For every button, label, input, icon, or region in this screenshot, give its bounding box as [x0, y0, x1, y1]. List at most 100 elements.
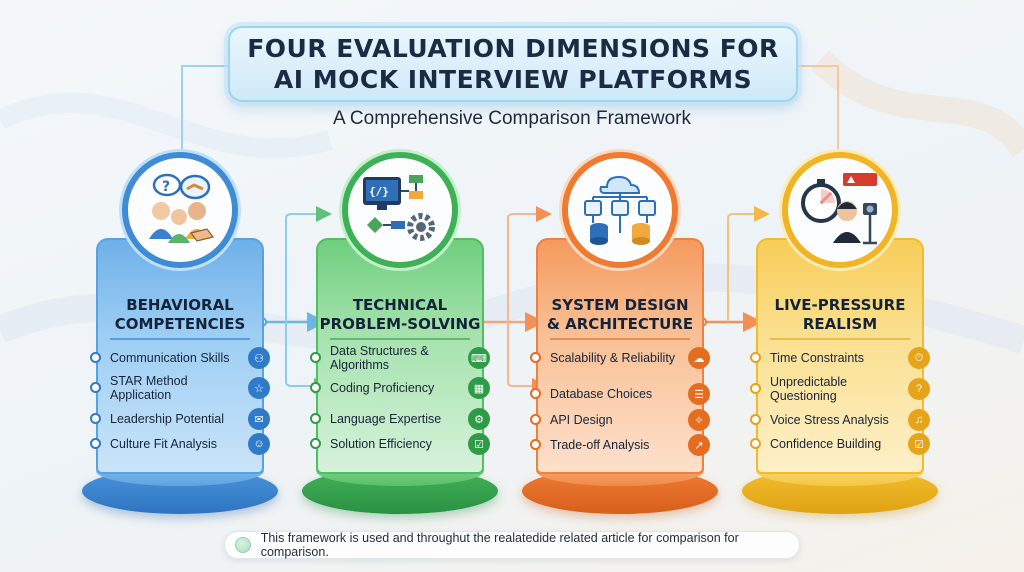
list-item: Language Expertise ⚙: [310, 405, 492, 433]
list-item: Data Structures & Algorithms ⌨: [310, 344, 492, 372]
illustration-frame: ?: [122, 152, 238, 268]
dimension-heading: LIVE-PRESSURE REALISM: [756, 296, 924, 334]
heading-line-2: COMPETENCIES: [114, 315, 246, 333]
bullet-dot: [90, 413, 101, 424]
list-item: Unpredictable Questioning ?: [750, 375, 932, 403]
item-label: Unpredictable Questioning: [770, 375, 848, 403]
list-item: Culture Fit Analysis ☺: [90, 430, 272, 458]
people-conversation-handshake-icon: ?: [149, 173, 215, 243]
bullet-dot: [310, 413, 321, 424]
heading-line-1: SYSTEM DESIGN: [551, 296, 689, 314]
list-item: STAR Method Application ☆: [90, 374, 272, 402]
flowchart-icon: ▦: [468, 377, 490, 399]
bullet-dot: [310, 438, 321, 449]
heading-line-1: TECHNICAL: [352, 296, 448, 314]
gear-icon: ⚙: [468, 408, 490, 430]
stopwatch-interviewer-camera-icon: [801, 173, 877, 245]
footer-note: This framework is used and throughut the…: [224, 531, 800, 559]
item-label: Leadership Potential: [110, 412, 224, 426]
bullet-dot: [90, 382, 101, 393]
heading-line-2: PROBLEM-SOLVING: [319, 315, 481, 333]
speech-bubble-icon: ✉: [248, 408, 270, 430]
people-group-icon: ⚇: [248, 347, 270, 369]
bullet-dot: [750, 352, 761, 363]
list-item: Communication Skills ⚇: [90, 344, 272, 372]
cloud-network-icon: ☁: [688, 347, 710, 369]
item-label: Communication Skills: [110, 351, 230, 365]
svg-text:?: ?: [162, 179, 170, 195]
divider: [110, 338, 250, 340]
divider: [770, 338, 910, 340]
database-icon: ☰: [688, 383, 710, 405]
illustration-frame: [562, 152, 678, 268]
illustration-frame: [782, 152, 898, 268]
bullet-dot: [750, 438, 761, 449]
bullet-dot: [310, 382, 321, 393]
checklist-icon: ☑: [468, 433, 490, 455]
heading-line-1: LIVE-PRESSURE: [774, 296, 906, 314]
subtitle: A Comprehensive Comparison Framework: [333, 108, 691, 129]
info-dot-icon: [235, 537, 251, 553]
dimension-heading: TECHNICAL PROBLEM-SOLVING: [316, 296, 484, 334]
item-label: Culture Fit Analysis: [110, 437, 217, 451]
dimension-heading: SYSTEM DESIGN & ARCHITECTURE: [536, 296, 704, 334]
list-item: Coding Proficiency ▦: [310, 374, 492, 402]
heading-line-2: & ARCHITECTURE: [546, 315, 694, 333]
code-window-icon: ⌨: [468, 347, 490, 369]
divider: [550, 338, 690, 340]
item-label: Time Constraints: [770, 351, 865, 365]
team-icon: ☺: [248, 433, 270, 455]
dimension-technical: {/} TECHNICAL PROBLEM-SOLVING Data Struc…: [302, 150, 498, 520]
bullet-dot: [750, 383, 761, 394]
dimension-live-pressure: LIVE-PRESSURE REALISM Time Constraints ⏱…: [742, 150, 938, 520]
list-item: Voice Stress Analysis ♫: [750, 406, 932, 434]
bullet-dot: [90, 438, 101, 449]
dimension-heading: BEHAVIORAL COMPETENCIES: [96, 296, 264, 334]
list-item: Leadership Potential ✉: [90, 405, 272, 433]
item-label: STAR Method Application: [110, 374, 188, 402]
item-label: Language Expertise: [330, 412, 442, 426]
person-question-icon: ?: [908, 378, 930, 400]
bullet-dot: [750, 414, 761, 425]
list-item: Trade-off Analysis ↗: [530, 431, 712, 459]
cloud-server-database-icon: [584, 175, 656, 245]
title-line-1: FOUR EVALUATION DIMENSIONS FOR: [247, 34, 779, 63]
item-label: Scalability & Reliability: [550, 351, 676, 365]
bullet-dot: [530, 388, 541, 399]
column-body: [96, 238, 264, 474]
footer-text: This framework is used and throughut the…: [260, 531, 739, 559]
checklist-icon: ☑: [908, 433, 930, 455]
dimension-system-design: SYSTEM DESIGN & ARCHITECTURE Scalability…: [522, 150, 718, 520]
title-line-2: AI MOCK INTERVIEW PLATFORMS: [273, 65, 753, 94]
bullet-dot: [530, 439, 541, 450]
list-item: Time Constraints ⏱: [750, 344, 932, 372]
heading-line-2: REALISM: [802, 315, 878, 333]
star-icon: ☆: [248, 377, 270, 399]
bullet-dot: [90, 352, 101, 363]
item-label: Solution Efficiency: [330, 437, 432, 451]
item-label: Database Choices: [550, 387, 653, 401]
item-label: Data Structures & Algorithms: [330, 344, 429, 372]
dimension-behavioral: ? BEHAVIORAL COMPETENCIES Communication …: [82, 150, 278, 520]
list-item: Database Choices ☰: [530, 380, 712, 408]
illustration-frame: {/}: [342, 152, 458, 268]
bullet-dot: [530, 352, 541, 363]
list-item: Confidence Building ☑: [750, 430, 932, 458]
item-label: Coding Proficiency: [330, 381, 435, 395]
item-label: Voice Stress Analysis: [770, 413, 889, 427]
code-monitor-flowchart-gear-icon: {/}: [363, 175, 435, 241]
list-item: Scalability & Reliability ☁: [530, 344, 712, 372]
list-item: API Design ✧: [530, 406, 712, 434]
nodes-icon: ✧: [688, 409, 710, 431]
item-label: API Design: [550, 413, 613, 427]
item-label: Confidence Building: [770, 437, 882, 451]
bullet-dot: [530, 414, 541, 425]
chart-up-icon: ↗: [688, 434, 710, 456]
svg-text:{/}: {/}: [369, 185, 389, 198]
divider: [330, 338, 470, 340]
column-body: [756, 238, 924, 474]
list-item: Solution Efficiency ☑: [310, 430, 492, 458]
stopwatch-icon: ⏱: [908, 347, 930, 369]
item-label: Trade-off Analysis: [550, 438, 650, 452]
title-banner: FOUR EVALUATION DIMENSIONS FOR AI MOCK I…: [228, 26, 798, 102]
